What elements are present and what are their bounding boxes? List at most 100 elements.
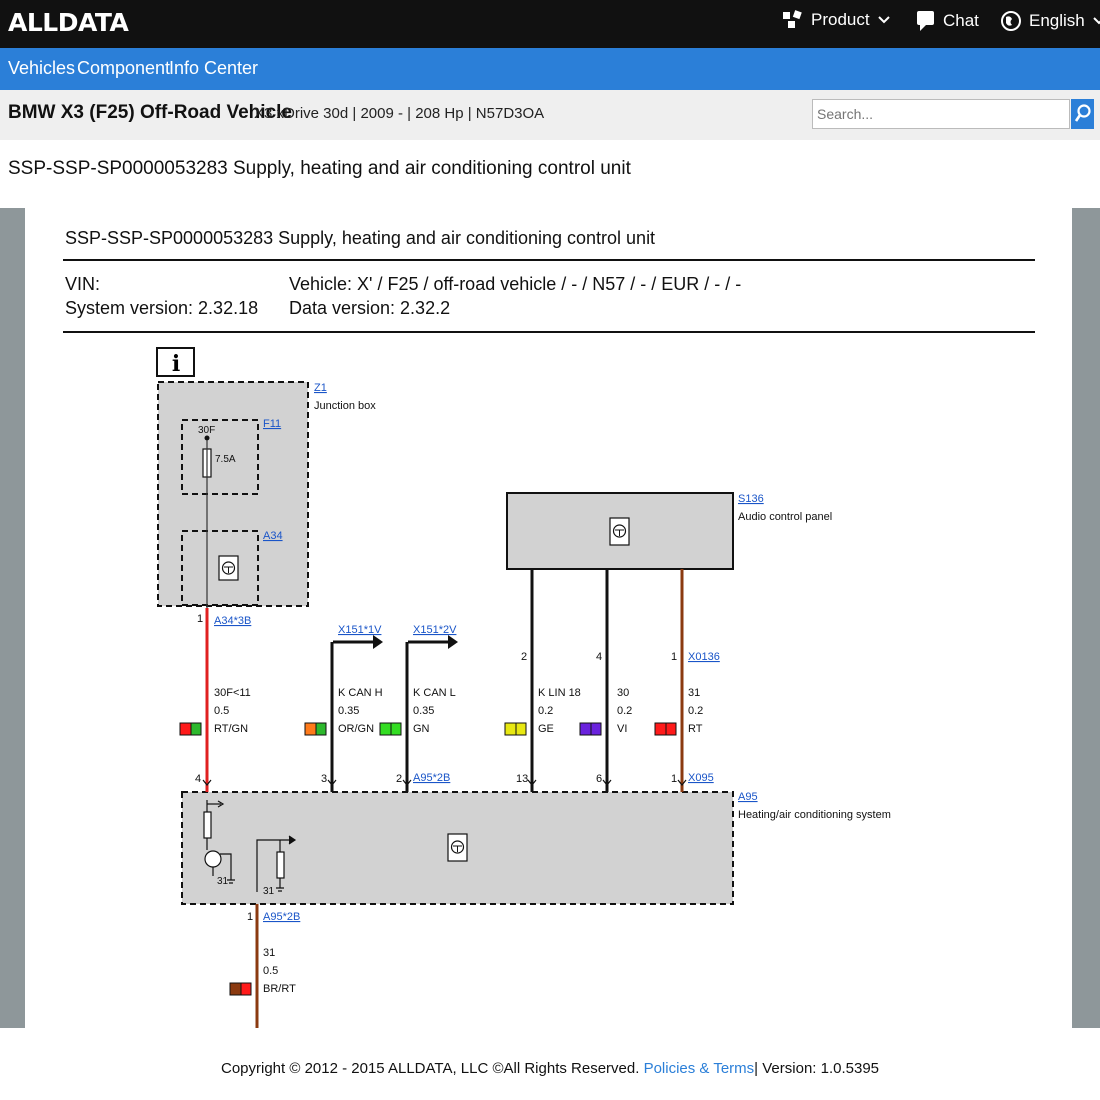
wire-color-swatch (315, 722, 327, 736)
pin-number: 1 (671, 773, 677, 785)
wire-name: 31 (263, 947, 275, 959)
connector-x151-2v[interactable]: X151*2V (413, 624, 457, 636)
wire-color-swatch (515, 722, 527, 736)
wire-size: 0.35 (413, 705, 434, 717)
wire-color-swatch (504, 722, 517, 736)
pin-number: 1 (247, 911, 253, 923)
connector-a34-3b[interactable]: A34*3B (214, 615, 251, 627)
wire-color-swatch (190, 722, 202, 736)
wire-color-code: RT/GN (214, 723, 248, 735)
a95-link[interactable]: A95 (738, 791, 758, 803)
wire-name: K CAN L (413, 687, 456, 699)
wire-color-swatch (579, 722, 592, 736)
control-unit-icon (609, 517, 630, 546)
wire-color-swatch (304, 722, 317, 736)
chat-label: Chat (943, 11, 979, 30)
chat-link[interactable]: Chat (916, 10, 979, 32)
svg-text:i: i (172, 351, 180, 377)
fuse-rating: 7.5A (215, 454, 236, 465)
search-button[interactable] (1071, 99, 1094, 129)
pin-number: 13 (516, 773, 528, 785)
wire-name: K CAN H (338, 687, 383, 699)
top-header: ALLDATA Product Chat English (0, 0, 1100, 48)
product-icon (783, 10, 802, 28)
product-menu[interactable]: Product (782, 10, 891, 30)
fuse-terminal-dot (204, 435, 210, 441)
wire-color-swatch (390, 722, 402, 736)
divider (63, 331, 1035, 333)
alldata-logo[interactable]: ALLDATA (8, 8, 129, 37)
connector-a95-2b[interactable]: A95*2B (413, 772, 450, 784)
language-menu[interactable]: English (1000, 10, 1100, 32)
search-input[interactable] (812, 99, 1070, 129)
wire-name: K LIN 18 (538, 687, 581, 699)
product-label: Product (811, 10, 870, 29)
wire-color-code: GE (538, 723, 554, 735)
footer-separator: | (754, 1060, 759, 1077)
connector-terminal (402, 779, 412, 786)
wire-color-swatch (665, 722, 677, 736)
main-nav: Vehicles Component Info Center (0, 48, 1100, 90)
vehicle-info: Vehicle: X' / F25 / off-road vehicle / -… (289, 274, 742, 294)
connector-terminal (602, 779, 612, 786)
control-unit-icon (218, 555, 239, 581)
s136-name: Audio control panel (738, 511, 832, 523)
wire-color-swatch (590, 722, 602, 736)
nav-component[interactable]: Component (77, 58, 171, 78)
chevron-down-icon (877, 16, 890, 24)
pin-number: 1 (671, 651, 677, 663)
info-icon[interactable]: i (156, 347, 195, 377)
z1-link[interactable]: Z1 (314, 382, 327, 394)
data-version: Data version: 2.32.2 (289, 298, 451, 318)
pin-number: 4 (596, 651, 602, 663)
s136-link[interactable]: S136 (738, 493, 764, 505)
connector-a95-2b-bottom[interactable]: A95*2B (263, 911, 300, 923)
connector-x151-1v[interactable]: X151*1V (338, 624, 382, 636)
wire-color-code: RT (688, 723, 703, 735)
wire-color-swatch (229, 982, 242, 996)
ground-label: 31 (263, 886, 275, 897)
wire-size: 0.2 (617, 705, 632, 717)
pin-number: 3 (321, 773, 327, 785)
a34-module (181, 530, 259, 606)
control-unit-icon (447, 833, 468, 862)
f11-link[interactable]: F11 (263, 418, 281, 430)
pin-number: 4 (195, 773, 201, 785)
copyright-text: Copyright © 2012 - 2015 ALLDATA, LLC ©Al… (220, 1060, 640, 1077)
nav-vehicles[interactable]: Vehicles (8, 58, 76, 78)
wire-color-code: VI (617, 723, 627, 735)
arrow-right-icon (333, 635, 383, 649)
pin-number: 2 (521, 651, 527, 663)
fuse-terminal-label: 30F (198, 425, 215, 436)
wire-name: 30 (617, 687, 629, 699)
pin-number: 2 (396, 773, 402, 785)
language-label: English (1029, 11, 1085, 30)
wire-size: 0.5 (214, 705, 229, 717)
wire-size: 0.35 (338, 705, 359, 717)
wiring-diagram: i Z1 Junction box F11 30F 7.5A A34 S136 … (156, 347, 891, 1028)
chat-icon (917, 11, 934, 31)
search-icon (1074, 104, 1091, 122)
wire-color-swatch (379, 722, 392, 736)
vin-label: VIN: (65, 274, 101, 294)
a34-link[interactable]: A34 (263, 530, 283, 542)
pin-number: 6 (596, 773, 602, 785)
connector-x095[interactable]: X095 (688, 772, 714, 784)
document-title: SSP-SSP-SP0000053283 Supply, heating and… (65, 228, 656, 248)
connector-x0136[interactable]: X0136 (688, 651, 720, 663)
a95-name: Heating/air conditioning system (738, 809, 891, 821)
arrow-right-icon (408, 635, 458, 649)
footer: Copyright © 2012 - 2015 ALLDATA, LLC ©Al… (0, 1060, 1100, 1077)
z1-name: Junction box (314, 400, 376, 412)
connector-terminal (202, 779, 212, 786)
policies-link[interactable]: Policies & Terms (643, 1060, 755, 1077)
divider (63, 259, 1035, 261)
pin-number: 1 (197, 613, 203, 625)
wire-color-code: BR/RT (263, 983, 296, 995)
fuse-f11 (181, 419, 259, 495)
system-version: System version: 2.32.18 (65, 298, 259, 318)
wire-size: 0.5 (263, 965, 278, 977)
nav-info-center[interactable]: Info Center (169, 58, 259, 78)
wire-name: 30F<11 (214, 687, 251, 699)
wire-color-code: GN (413, 723, 430, 735)
